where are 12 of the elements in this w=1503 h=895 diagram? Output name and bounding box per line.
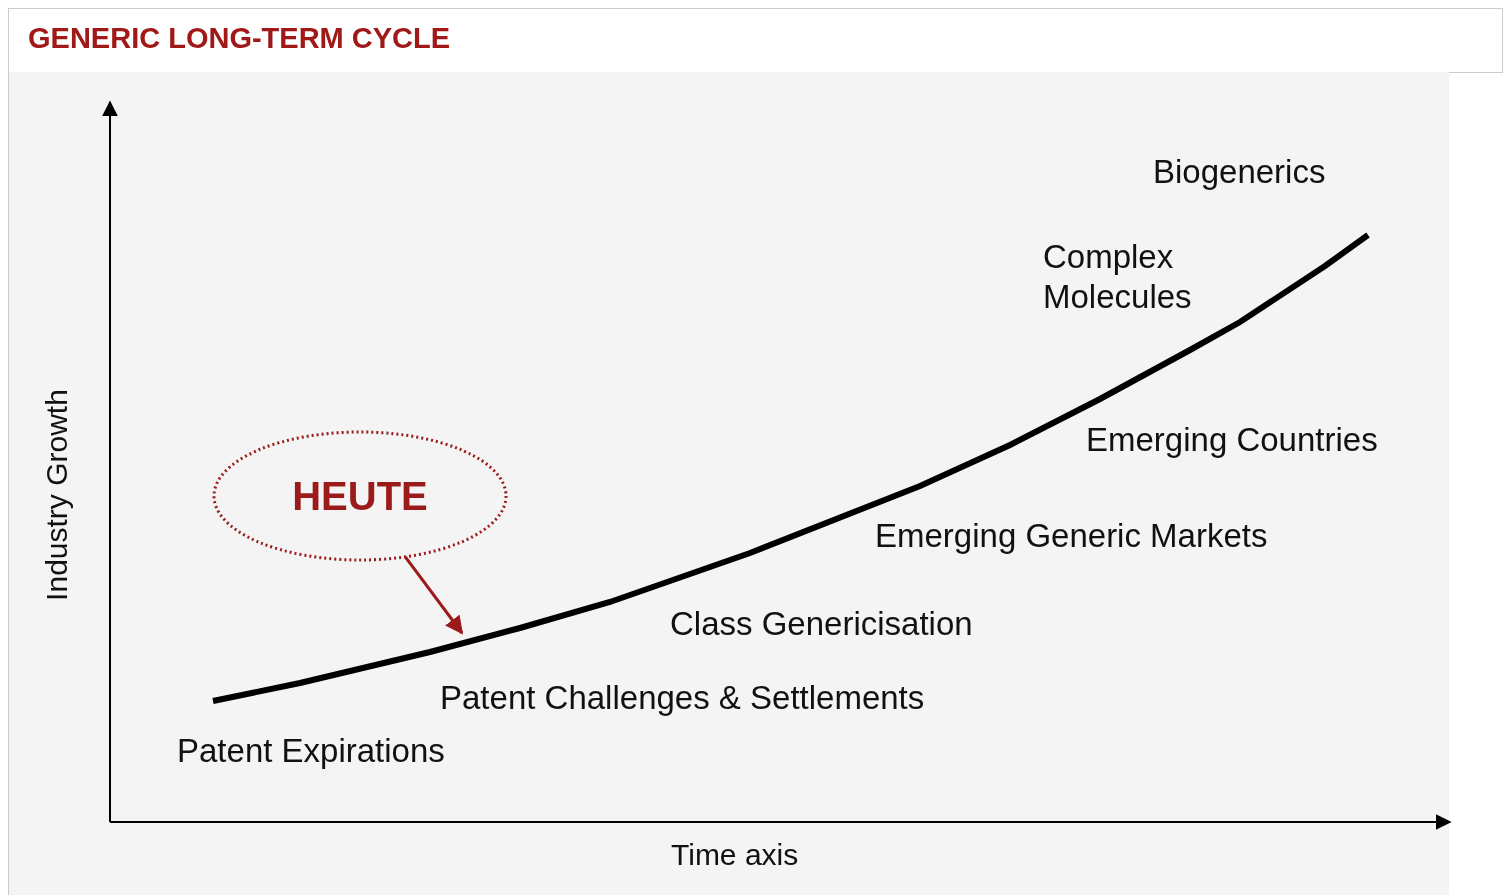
axis-title: Industry Growth	[39, 389, 74, 601]
axis-title: Time axis	[671, 837, 799, 873]
stage-label: Patent Challenges & Settlements	[440, 678, 925, 718]
stage-label: Class Genericisation	[670, 604, 973, 644]
arrow	[404, 555, 464, 635]
chart-title: GENERIC LONG-TERM CYCLE	[28, 22, 451, 55]
stage-label: Emerging Generic Markets	[875, 516, 1268, 556]
callout-text: HEUTE	[292, 473, 428, 519]
stage-label: Biogenerics	[1153, 152, 1326, 192]
stage-label: Emerging Countries	[1086, 420, 1378, 460]
stage-label: Patent Expirations	[177, 731, 445, 771]
stage-label: Complex Molecules	[1043, 237, 1193, 317]
